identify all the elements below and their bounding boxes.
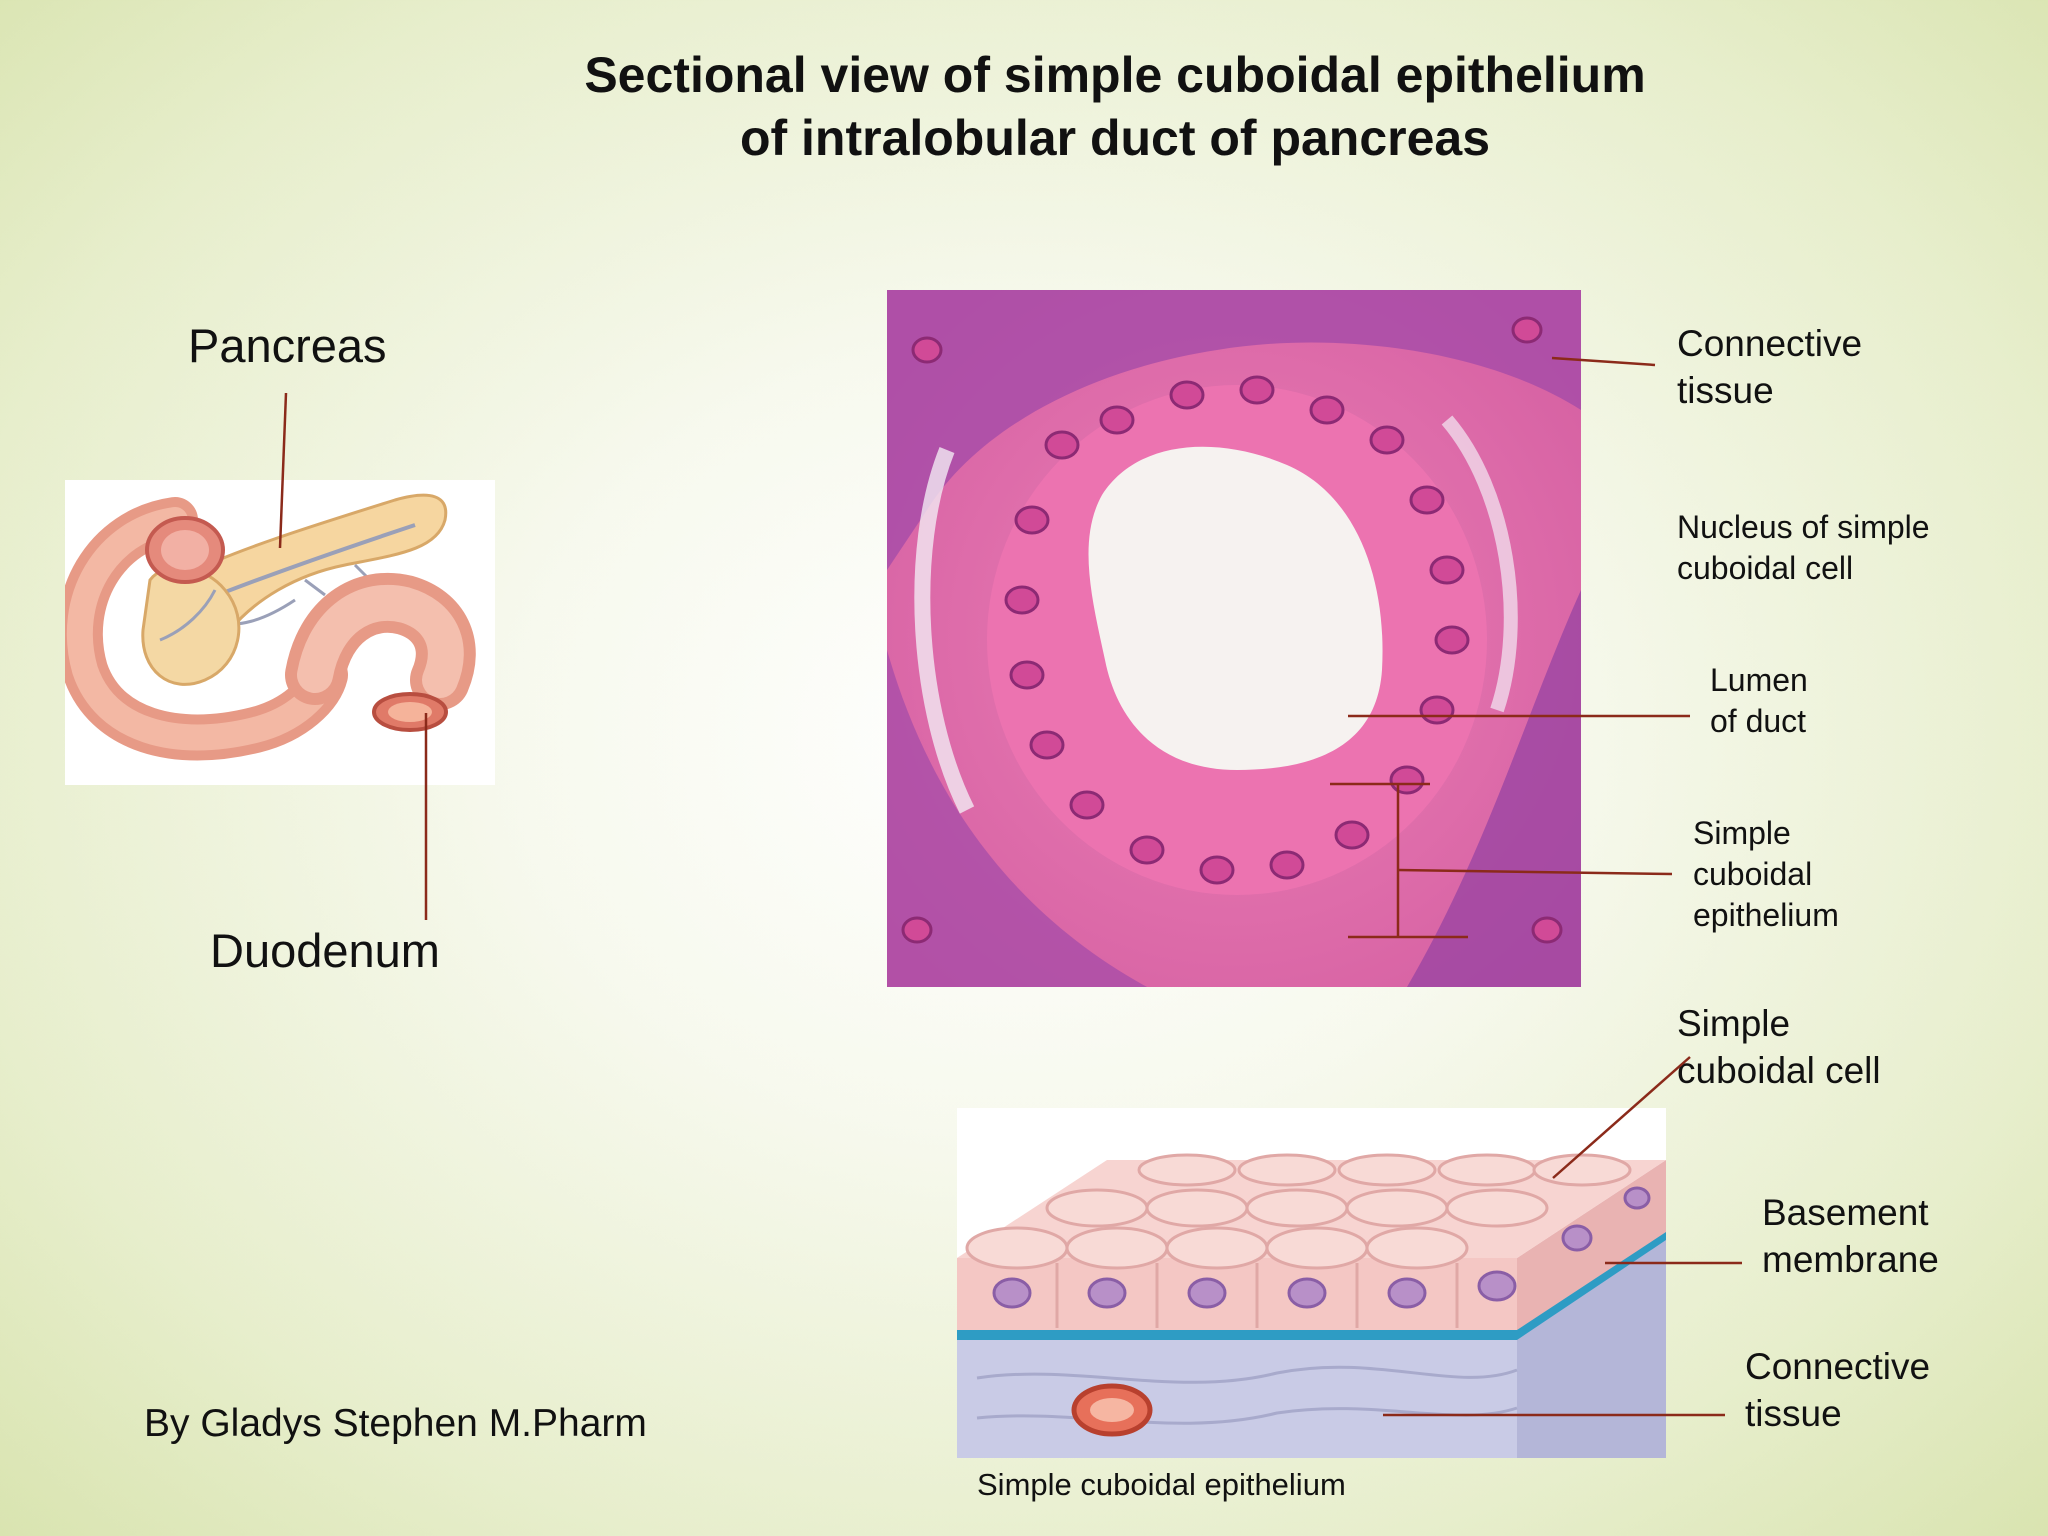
title-line-2: of intralobular duct of pancreas — [739, 110, 1491, 166]
connective-tissue-label-bottom-line2: tissue — [1745, 1393, 1842, 1434]
nucleus-label: Nucleus of simple cuboidal cell — [1677, 507, 1930, 589]
micrograph-image — [887, 290, 1581, 987]
author-credit: By Gladys Stephen M.Pharm — [144, 1402, 647, 1445]
connective-tissue-label-bottom-line1: Connective — [1745, 1346, 1931, 1387]
pancreas-illustration — [65, 480, 495, 785]
title-line-1: Sectional view of simple cuboidal epithe… — [584, 47, 1646, 103]
cuboidal-cell-label-line1: Simple — [1677, 1003, 1791, 1044]
cuboidal-cell-leader-line — [1552, 1056, 1691, 1179]
epithelium-label-line1: Simple — [1693, 815, 1791, 851]
connective-tissue-leader-line — [1551, 356, 1656, 367]
lumen-label-line1: Lumen — [1710, 662, 1808, 698]
cuboidal-cell-label-line2: cuboidal cell — [1677, 1050, 1881, 1091]
epithelium-label: Simple cuboidal epithelium — [1693, 813, 1839, 936]
nucleus-label-line1: Nucleus of simple — [1677, 509, 1930, 545]
lumen-label: Lumen of duct — [1710, 660, 1808, 742]
slide-title: Sectional view of simple cuboidal epithe… — [0, 44, 2048, 170]
cuboidal-cell-label: Simple cuboidal cell — [1677, 1000, 1881, 1094]
duodenum-label: Duodenum — [210, 924, 440, 977]
basement-membrane-label-line1: Basement — [1762, 1192, 1929, 1233]
lumen-label-line2: of duct — [1710, 703, 1807, 739]
connective-tissue-label-top-line2: tissue — [1677, 370, 1774, 411]
epithelium-diagram — [957, 1108, 1666, 1458]
pancreas-leader-line — [278, 392, 288, 549]
pancreas-label: Pancreas — [188, 319, 387, 372]
connective-tissue-label-top-line1: Connective — [1677, 323, 1863, 364]
epithelium-label-line3: epithelium — [1693, 897, 1839, 933]
nucleus-label-line2: cuboidal cell — [1677, 550, 1854, 586]
epithelium-label-line2: cuboidal — [1693, 856, 1813, 892]
connective-tissue-label-top: Connective tissue — [1677, 320, 1862, 414]
basement-membrane-label-line2: membrane — [1762, 1239, 1939, 1280]
diagram-caption: Simple cuboidal epithelium — [977, 1467, 1346, 1502]
basement-membrane-label: Basement membrane — [1762, 1189, 1939, 1283]
connective-tissue-label-bottom: Connective tissue — [1745, 1343, 1930, 1437]
epithelium-leader-line — [1397, 868, 1673, 876]
